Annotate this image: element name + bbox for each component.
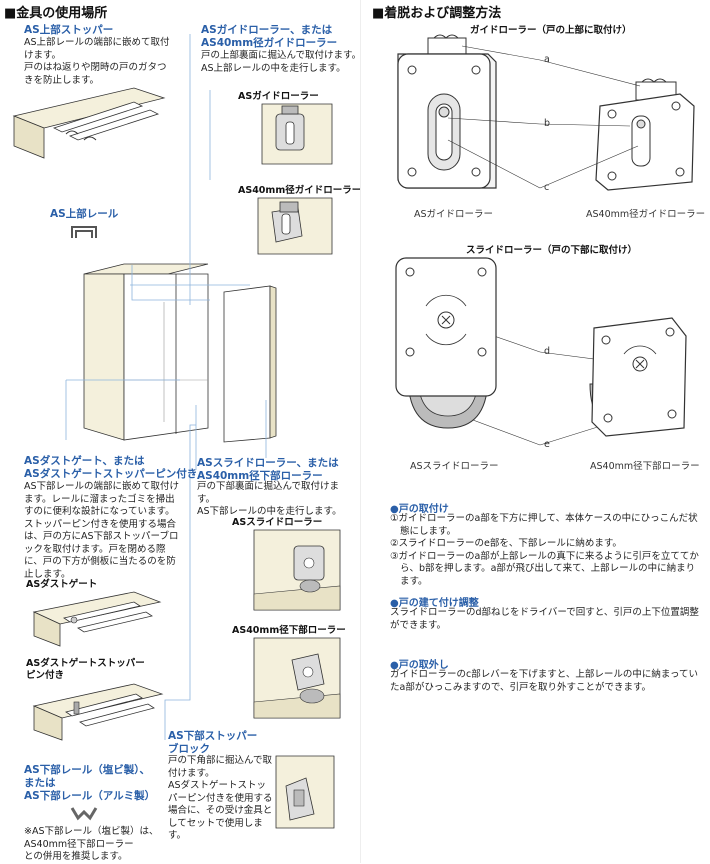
left-section-title: ■金具の使用場所 [4, 6, 108, 21]
cabinet-illustration [83, 263, 277, 443]
stopper-block-illustration [275, 755, 335, 829]
label-b: b [544, 118, 551, 129]
caption-as40-guide-roller: AS40mm径ガイドローラー [586, 209, 706, 220]
as-slide-roller-drawing [395, 257, 497, 429]
install-title: ●戸の取付け [390, 504, 449, 515]
stopper-top-body: AS上部レールの端部に嵌めて取付けます。 戸のはね返りや閉時の戸のガタつきを防止… [24, 37, 170, 86]
dust-gate-illustration [32, 591, 162, 647]
install-step-3: ③ガイドローラーのa部が上部レールの真下に来るように引戸を立ててから、b部を押し… [390, 550, 699, 587]
as40-guide-roller-drawing [595, 78, 695, 191]
label-top-rail: AS上部レール [50, 208, 119, 220]
slide-roller-body: 戸の下部裏面に掘込んで取付けます。 AS下部レールの中を走行します。 [197, 481, 342, 517]
label-as40-lower-roller: AS40mm径下部ローラー [232, 625, 346, 636]
as40-lower-roller-illustration [253, 637, 341, 719]
label-d: d [544, 346, 551, 357]
dust-gate-pin-illustration [32, 683, 164, 741]
top-stopper-illustration [12, 87, 166, 159]
remove-title: ●戸の取外し [390, 660, 449, 671]
guide-roller-title: ASガイドローラー、または AS40mm径ガイドローラー [201, 24, 338, 49]
caption-as40-lower-roller: AS40mm径下部ローラー [590, 461, 700, 472]
top-rail-icon [71, 226, 97, 238]
guide-heading: ガイドローラー（戸の上部に取付け） [470, 25, 632, 36]
stopper-top-title: AS上部ストッパー [24, 24, 114, 36]
as-guide-roller-drawing [397, 34, 497, 189]
stopper-block-title: AS下部ストッパー ブロック [168, 730, 258, 755]
as-guide-roller-illustration [261, 103, 333, 165]
label-a: a [544, 54, 550, 65]
guide-roller-body: 戸の上部裏面に掘込んで取付けます。 AS上部レールの中を走行します。 [201, 50, 362, 74]
label-slide-roller: ASスライドローラー [232, 517, 323, 528]
label-dust-gate-pin: ASダストゲートストッパー ピン付き [26, 658, 145, 681]
slide-roller-title: ASスライドローラー、または AS40mm径下部ローラー [197, 457, 339, 482]
caption-as-guide-roller: ASガイドローラー [414, 209, 494, 220]
label-as-guide-roller: ASガイドローラー [238, 91, 319, 102]
caption-as-slide-roller: ASスライドローラー [410, 461, 499, 472]
bottom-rail-title: AS下部レール（塩ビ製）、 または AS下部レール（アルミ製） [24, 764, 156, 802]
dust-gate-title: ASダストゲート、または ASダストゲートストッパーピン付き [24, 455, 198, 480]
bottom-rail-note: ※AS下部レール（塩ビ製）は、 AS40mm径下部ローラー との併用を推奨します… [24, 826, 159, 862]
bottom-rail-icon [70, 807, 98, 821]
adjust-title: ●戸の建て付け調整 [390, 598, 479, 609]
label-e: e [544, 439, 550, 450]
install-step-1: ①ガイドローラーのa部を下方に押して、本体ケースの中にひっこんだ状態にします。 [390, 513, 698, 537]
as40-lower-roller-drawing [589, 317, 687, 437]
adjust-body: スライドローラーのd部ねじをドライバーで回すと、引戸の上下位置調整ができます。 [390, 607, 699, 631]
install-step-2: ②スライドローラーのe部を、下部レールに納めます。 [390, 538, 622, 549]
section-divider [360, 0, 361, 863]
install-steps: ①ガイドローラーのa部を下方に押して、本体ケースの中にひっこんだ状態にします。 … [390, 513, 704, 588]
remove-body: ガイドローラーのc部レバーを下げますと、上部レールの中に納まっていたa部がひっこ… [390, 669, 698, 693]
right-section-title: ■着脱および調整方法 [372, 6, 502, 21]
stopper-block-body: 戸の下角部に掘込んで取付けます。 ASダストゲートストッパーピン付きを使用する場… [168, 755, 273, 841]
label-dust-gate: ASダストゲート [26, 579, 98, 590]
as40-guide-roller-illustration [257, 197, 333, 255]
label-as40-guide-roller: AS40mm径ガイドローラー [238, 185, 362, 196]
slide-roller-illustration [253, 529, 341, 611]
label-c: c [544, 182, 550, 193]
dust-gate-body: AS下部レールの端部に嵌めて取付けます。レールに溜まったゴミを掃出すのに便利な設… [24, 481, 180, 580]
slide-heading: スライドローラー（戸の下部に取付け） [466, 245, 638, 256]
